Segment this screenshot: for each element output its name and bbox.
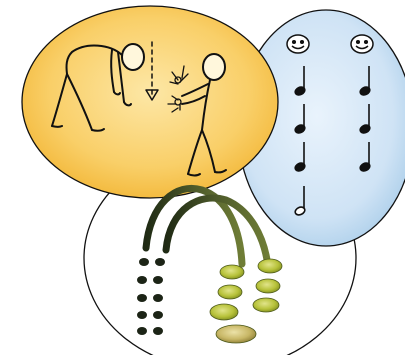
smiley-face-icon bbox=[287, 35, 309, 53]
orange-panel bbox=[22, 6, 278, 198]
smiley-face-icon bbox=[351, 35, 373, 53]
